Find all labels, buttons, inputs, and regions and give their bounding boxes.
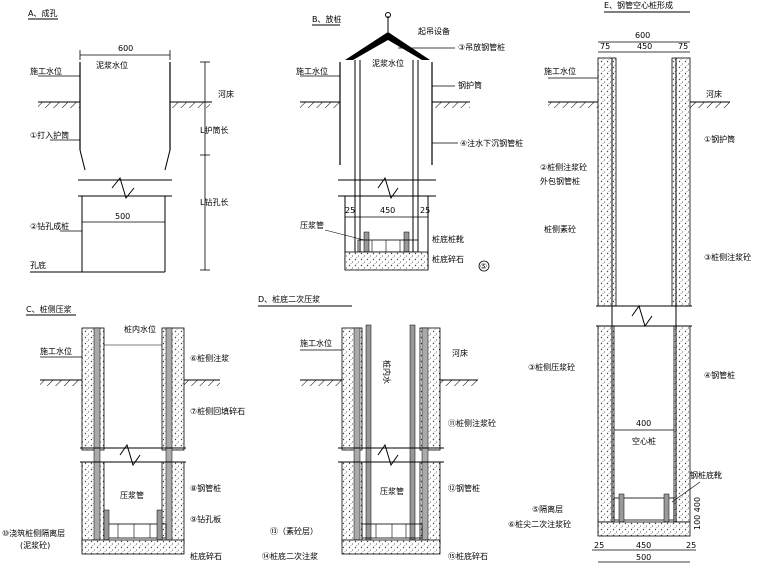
panel-b-pile-stone: 桩底碎石 (432, 254, 464, 264)
panel-b-pile-shoe: 桩底桩靴 (432, 234, 464, 244)
panel-e-hollow: 空心桩 (632, 436, 656, 446)
panel-e-pile-grout-2: ③桩侧压浆砼 (528, 362, 575, 372)
panel-b: B、放桩 起吊设备 ③吊放钢管桩 施工水位 泥浆水位 钢护筒 ④注水下沉钢管桩 (296, 12, 523, 272)
panel-e-dim-left: 75 (600, 42, 610, 51)
panel-a-casing: ①打入护筒 (30, 130, 69, 140)
panel-e-title: E、钢管空心桩形成 (604, 0, 673, 10)
panel-a-dim-500: 500 (115, 212, 130, 221)
panel-a-hole-bottom: 孔底 (30, 260, 46, 270)
panel-c-fill-stone: ⑦桩侧回填碎石 (190, 406, 245, 416)
panel-e: E、钢管空心桩形成 600 75 450 75 施工水位 河床 ①钢护筒 ②桩侧… (508, 0, 751, 563)
panel-b-dim-left: 25 (345, 206, 355, 215)
panel-e-water-level: 施工水位 (544, 66, 576, 76)
panel-e-riverbed: 河床 (706, 89, 722, 99)
panel-d-steel-pile: ⑫钢管桩 (448, 483, 480, 493)
panel-b-title: B、放桩 (312, 14, 342, 24)
panel-e-dim-vertical: 100 400 (693, 497, 702, 530)
panel-d-title: D、桩底二次压浆 (258, 294, 320, 304)
panel-b-grout-pipe: 压浆管 (300, 220, 324, 230)
panel-e-dim-bot-left: 25 (594, 541, 604, 550)
panel-b-sink: ④注水下沉钢管桩 (460, 138, 523, 148)
panel-a: A、成孔 600 施工水位 泥浆水位 河床 L护筒长 L钻孔长 ①打入护筒 (28, 8, 234, 273)
panel-c: C、桩侧压浆 桩内水位 施工水位 ⑥桩侧注浆 ⑦桩侧回填碎石 压浆管 ⑧钢管桩 … (2, 304, 245, 561)
panel-a-drill-pile: ②钻孔成桩 (30, 221, 69, 231)
panel-e-pile-grout: ③桩侧注浆砼 (704, 252, 751, 262)
panel-e-casing: ①钢护筒 (704, 134, 735, 144)
panel-b-lifting: 起吊设备 (418, 26, 450, 36)
panel-e-dim-bot-total: 500 (636, 553, 651, 562)
panel-b-water-level: 施工水位 (296, 66, 328, 76)
panel-c-seal-2: (泥浆砼) (20, 540, 50, 550)
panel-a-title: A、成孔 (28, 8, 57, 18)
panel-c-steel-pile: ⑧钢管桩 (190, 483, 221, 493)
panel-c-grout-pipe: 压浆管 (120, 490, 144, 500)
panel-e-pile-shoe: 钢桩底靴 (690, 470, 722, 480)
panel-e-concrete: 桩侧素砼 (544, 224, 576, 234)
panel-c-title: C、桩侧压浆 (26, 304, 72, 314)
panel-d-riverbed: 河床 (452, 348, 468, 358)
panel-b-hoist-pile: ③吊放钢管桩 (458, 42, 505, 52)
panel-b-circle-marker: ⑤ (480, 262, 487, 271)
panel-d: D、桩底二次压浆 施工水位 河床 桩内水 ⑪桩侧注浆砼 压浆管 ⑫钢管桩 ⑬（素… (258, 294, 496, 561)
panel-c-pile-water: 桩内水位 (124, 324, 156, 334)
panel-a-riverbed: 河床 (218, 89, 234, 99)
panel-d-side-grout: ⑪桩侧注浆砼 (448, 418, 496, 428)
panel-d-grout-pipe: 压浆管 (380, 486, 404, 496)
panel-c-water-level: 施工水位 (40, 346, 72, 356)
panel-a-casing-length: L护筒长 (200, 125, 228, 135)
panel-a-dim-600: 600 (118, 44, 133, 53)
panel-d-seal-concrete: ⑬（素砼层） (270, 526, 318, 536)
panel-e-isolation: ⑤隔离层 (532, 504, 563, 514)
panel-e-dim-inner: 400 (636, 419, 651, 428)
panel-b-casing: 钢护筒 (458, 80, 482, 90)
panel-e-steel-pile: ④钢管桩 (704, 370, 735, 380)
panel-b-mud-level: 泥浆水位 (372, 58, 404, 68)
panel-d-water-level: 施工水位 (300, 338, 332, 348)
panel-e-dim-top: 600 (635, 31, 650, 40)
panel-b-dim-right: 25 (420, 206, 430, 215)
panel-c-seal: ⑩浇筑桩侧隔离层 (2, 528, 65, 538)
panel-d-pile-inner: 桩内水 (382, 360, 392, 384)
panel-e-dim-mid: 450 (637, 42, 652, 51)
panel-a-mud-level: 泥浆水位 (96, 60, 128, 70)
panel-c-pile-stone: 桩底碎石 (190, 551, 222, 561)
panel-e-dim-bot-right: 25 (686, 541, 696, 550)
panel-c-drill-plate: ⑨钻孔板 (190, 514, 221, 524)
lifting-frame (345, 32, 430, 60)
panel-d-pile-stone: ⑮桩底碎石 (448, 551, 488, 561)
panel-e-outer-pile: 外包钢管桩 (540, 176, 580, 186)
panel-e-grout-mix: ②桩侧注浆砼 (540, 162, 587, 172)
panel-c-pile-grout: ⑥桩侧注浆 (190, 353, 229, 363)
panel-d-bottom-grout: ⑭桩底二次注浆 (262, 551, 318, 561)
panel-a-hole-length: L钻孔长 (200, 197, 228, 207)
panel-e-bottom-grout: ⑥桩尖二次注浆砼 (508, 519, 571, 529)
panel-e-dim-right: 75 (678, 42, 688, 51)
panel-a-water-level: 施工水位 (30, 66, 62, 76)
panel-b-dim-width: 450 (380, 206, 395, 215)
panel-e-dim-bot-mid: 450 (636, 541, 651, 550)
